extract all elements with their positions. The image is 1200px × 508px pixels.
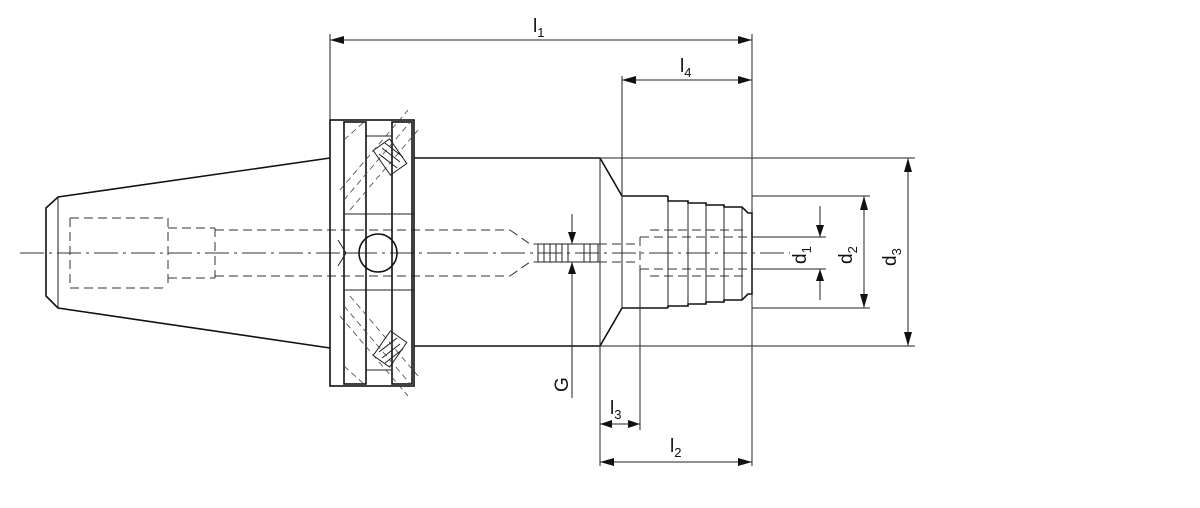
dim-g: G xyxy=(552,214,576,398)
taper-shank xyxy=(45,157,331,349)
dim-l3: l3 xyxy=(600,398,640,428)
svg-text:l4: l4 xyxy=(680,56,691,80)
dim-l2: l2 xyxy=(600,436,752,466)
svg-text:l3: l3 xyxy=(610,398,621,422)
set-screw xyxy=(537,243,636,263)
dim-d1: d1 xyxy=(790,206,824,300)
collet-nose xyxy=(667,196,753,308)
svg-text:d3: d3 xyxy=(880,248,904,266)
extension-lines xyxy=(329,34,915,466)
svg-text:d2: d2 xyxy=(836,246,860,264)
retention-bore-hidden xyxy=(69,217,538,289)
collet-bore-hidden xyxy=(639,229,752,277)
dim-l4: l4 xyxy=(622,56,752,84)
svg-text:l2: l2 xyxy=(670,436,681,460)
dim-d3: d3 xyxy=(880,158,912,346)
holder-body xyxy=(414,157,668,347)
flange xyxy=(329,119,415,387)
flange-hidden-drilling xyxy=(339,109,419,397)
dim-l1: l1 xyxy=(330,16,752,44)
svg-text:d1: d1 xyxy=(790,246,814,264)
svg-text:l1: l1 xyxy=(533,16,544,40)
svg-text:G: G xyxy=(552,377,573,392)
dim-d2: d2 xyxy=(836,196,868,308)
